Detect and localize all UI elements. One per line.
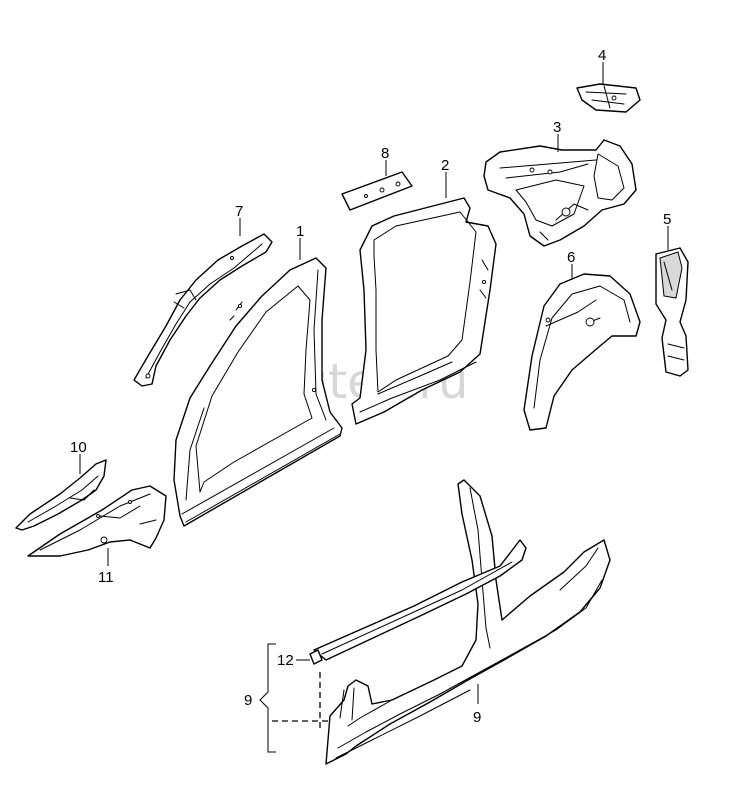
callout-12: 12 — [277, 652, 294, 669]
part-4-bracket — [576, 83, 641, 113]
part-8-plate — [341, 171, 413, 211]
callout-2: 2 — [441, 157, 449, 174]
part-12-clip — [309, 649, 323, 665]
callout-11: 11 — [98, 569, 114, 586]
part-9-sill-strip — [313, 539, 527, 661]
callout-1: 1 — [296, 223, 304, 240]
part-11-member — [27, 485, 167, 557]
callout-8: 8 — [381, 145, 389, 162]
callout-bracket-9 — [259, 643, 276, 753]
part-9-sill-panel — [325, 479, 611, 765]
part-1-outer-frame — [173, 257, 343, 527]
part-6-wheelhouse — [523, 273, 641, 431]
callout-9-left: 9 — [244, 692, 252, 709]
callout-6: 6 — [567, 249, 575, 266]
callout-5: 5 — [663, 211, 671, 228]
callout-9-bottom: 9 — [473, 709, 481, 726]
callout-10: 10 — [70, 439, 87, 456]
part-7-pillar-reinforcement — [133, 233, 273, 387]
callout-4: 4 — [598, 47, 606, 64]
part-3-reinforcement — [483, 139, 637, 247]
part-10-member — [15, 459, 107, 531]
part-5-bracket — [655, 247, 689, 377]
part-2-inner-frame — [351, 197, 497, 425]
callout-3: 3 — [553, 119, 561, 136]
callout-7: 7 — [235, 203, 243, 220]
